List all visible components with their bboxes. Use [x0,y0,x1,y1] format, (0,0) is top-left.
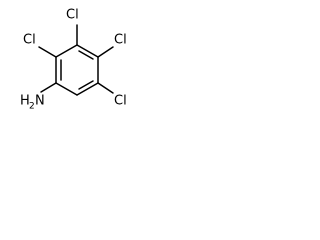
cl-top-left-label: Cl [66,8,79,23]
amine-n-label: N [35,94,45,109]
double-bond-inner-top-right [78,50,94,60]
bond-to-amine [40,82,57,93]
bond-to-cl-left [38,46,57,58]
bond-ring-top-upper-right [76,44,99,58]
bond-to-cl-bottom-right [97,82,114,94]
cl-top-right-label: Cl [114,33,127,48]
bond-ring-lower-right-bottom [76,82,99,96]
cl-left-label: Cl [23,33,36,48]
ring-bonds [55,44,99,96]
molecule-structure: Cl Cl Cl Cl H 2 N [20,8,127,112]
bond-ring-bottom-lower-left [55,82,78,96]
atom-labels: Cl Cl Cl Cl H 2 N [20,8,127,112]
amine-h-label: H [20,94,30,109]
cl-bottom-right-label: Cl [114,94,127,109]
substituent-bonds [38,24,114,94]
amine-h-count: 2 [29,102,35,112]
bond-to-cl-top-right [97,46,114,58]
bond-ring-upper-left-top [55,44,78,58]
double-bond-inner-bottom-right [78,80,94,90]
